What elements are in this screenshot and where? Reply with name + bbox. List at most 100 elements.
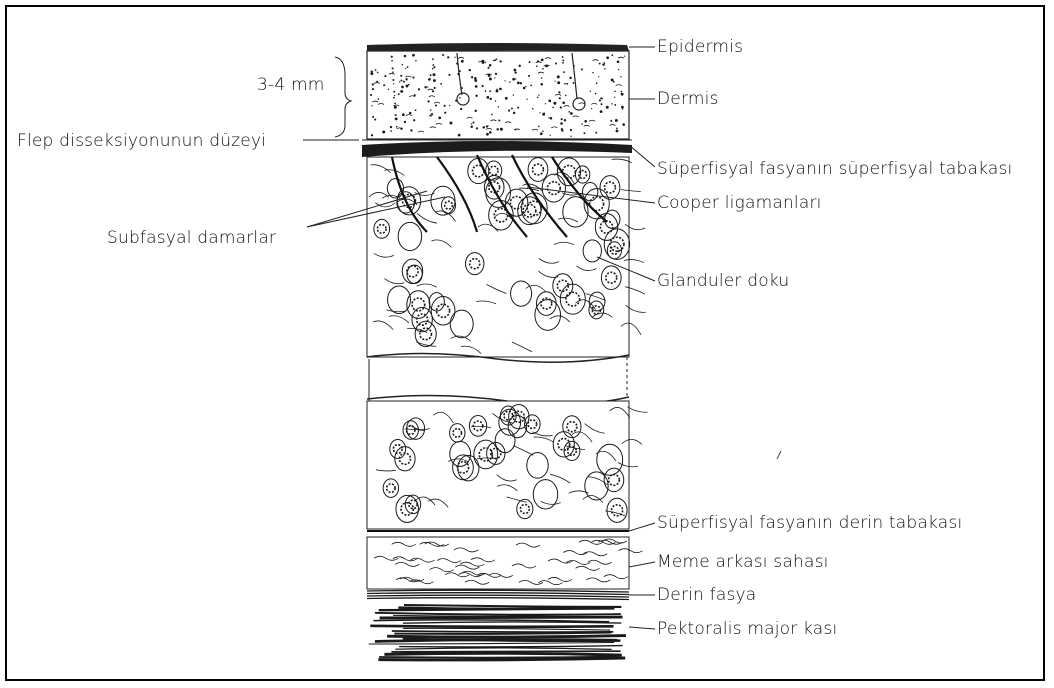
dermis-speck bbox=[599, 99, 601, 101]
dermis-speck bbox=[529, 61, 531, 63]
dermis-speck bbox=[490, 98, 492, 100]
dermis-speck bbox=[595, 93, 597, 95]
dermis-speck bbox=[402, 113, 405, 116]
dermis-speck bbox=[542, 68, 544, 70]
dermis-speck bbox=[614, 91, 616, 93]
dermis-speck bbox=[438, 116, 441, 119]
dermis-speck bbox=[391, 60, 393, 62]
dermis-speck bbox=[602, 63, 604, 65]
dermis-speck bbox=[447, 56, 449, 58]
dermis-speck bbox=[517, 82, 520, 85]
deep-fascia-line bbox=[367, 598, 629, 600]
dermis-speck bbox=[485, 62, 486, 63]
dermis-speck bbox=[428, 79, 430, 81]
dermis-speck bbox=[560, 122, 563, 125]
dermis-speck bbox=[592, 72, 593, 73]
dermis-speck bbox=[390, 130, 392, 132]
dermis-speck bbox=[496, 89, 498, 91]
dermis-speck bbox=[404, 55, 407, 58]
dermis-speck bbox=[532, 108, 534, 110]
dermis-speck bbox=[388, 89, 389, 90]
dermis-speck bbox=[391, 56, 393, 58]
dermis-speck bbox=[412, 54, 415, 57]
dermis-speck bbox=[499, 60, 501, 62]
dermis-speck bbox=[476, 127, 478, 129]
pectoralis-muscle-layer bbox=[369, 605, 626, 660]
dermis-speck bbox=[405, 78, 407, 80]
dermis-speck bbox=[565, 95, 567, 97]
dermis-speck bbox=[611, 78, 614, 81]
dermis-speck bbox=[570, 136, 571, 137]
dermis-speck bbox=[375, 69, 377, 71]
dermis-speck bbox=[378, 98, 380, 100]
dermis-speck bbox=[392, 79, 394, 81]
dermis-speck bbox=[433, 73, 436, 76]
dermis-speck bbox=[415, 60, 416, 61]
dermis-speck bbox=[489, 131, 492, 134]
dermis-speck bbox=[383, 84, 385, 86]
label-cooper: Cooper ligamanları bbox=[657, 193, 822, 213]
dermis-speck bbox=[621, 91, 623, 93]
dermis-speck bbox=[526, 99, 527, 100]
dermis-speck bbox=[427, 100, 429, 102]
dermis-speck bbox=[444, 112, 446, 114]
dermis-speck bbox=[432, 64, 434, 66]
dermis-speck bbox=[590, 91, 591, 92]
dermis-speck bbox=[511, 108, 513, 110]
dermis-speck bbox=[513, 94, 515, 96]
dermis-speck bbox=[488, 67, 490, 69]
dermis-speck bbox=[489, 90, 491, 92]
dermis-speck bbox=[566, 83, 568, 85]
figure-frame: 3-4 mm Flep disseksiyonunun düzeyi Subfa… bbox=[5, 5, 1045, 681]
dermis-speck bbox=[570, 129, 572, 131]
muscle-fiber bbox=[404, 605, 621, 607]
dermis-speck bbox=[404, 121, 406, 123]
dermis-speck bbox=[540, 132, 543, 135]
muscle-fiber bbox=[399, 646, 622, 647]
dermis-speck bbox=[496, 128, 498, 130]
dermis-speck bbox=[475, 85, 478, 88]
dermis-speck bbox=[621, 106, 624, 109]
dermis-speck bbox=[444, 105, 446, 107]
dermis-speck bbox=[622, 108, 623, 109]
dermis-speck bbox=[409, 112, 411, 114]
dermis-speck bbox=[454, 57, 455, 58]
dermis-speck bbox=[432, 58, 434, 60]
dermis-speck bbox=[618, 69, 619, 70]
dermis-speck bbox=[512, 78, 515, 81]
dermis-speck bbox=[550, 135, 551, 136]
dermis-speck bbox=[538, 95, 539, 96]
dermis-speck bbox=[470, 125, 473, 128]
dermis-speck bbox=[429, 115, 431, 117]
dermis-speck bbox=[499, 88, 502, 91]
dermis-speck bbox=[372, 83, 374, 85]
dermis-speck bbox=[407, 66, 409, 68]
dermis-speck bbox=[545, 103, 546, 104]
dermis-speck bbox=[433, 66, 435, 68]
muscle-fiber bbox=[369, 643, 614, 644]
deep-fascia-line bbox=[367, 593, 629, 595]
dermis-speck bbox=[616, 127, 618, 129]
dermis-speck bbox=[384, 75, 386, 77]
dermis-speck bbox=[408, 84, 410, 86]
dermis-speck bbox=[548, 117, 549, 118]
dermis-speck bbox=[498, 119, 500, 121]
dermis-speck bbox=[562, 56, 564, 58]
muscle-fiber bbox=[387, 636, 626, 638]
dermis-speck bbox=[394, 106, 397, 109]
dermis-speck bbox=[475, 95, 477, 97]
dermis-speck bbox=[486, 133, 489, 136]
dermis-speck bbox=[568, 111, 570, 113]
dermis-speck bbox=[560, 106, 562, 108]
breast-tissue-cross-section bbox=[7, 7, 1047, 683]
dermis-speck bbox=[517, 107, 519, 109]
dermis-speck bbox=[541, 77, 543, 79]
dermis-speck bbox=[525, 86, 526, 87]
dermis-speck bbox=[471, 76, 473, 78]
dermis-speck bbox=[538, 125, 540, 127]
dermis-speck bbox=[400, 90, 403, 93]
dermis-speck bbox=[552, 107, 554, 109]
superficial-fascia-superficial-layer bbox=[362, 141, 632, 157]
dermis-speck bbox=[405, 68, 406, 69]
dermis-speck bbox=[418, 88, 420, 90]
